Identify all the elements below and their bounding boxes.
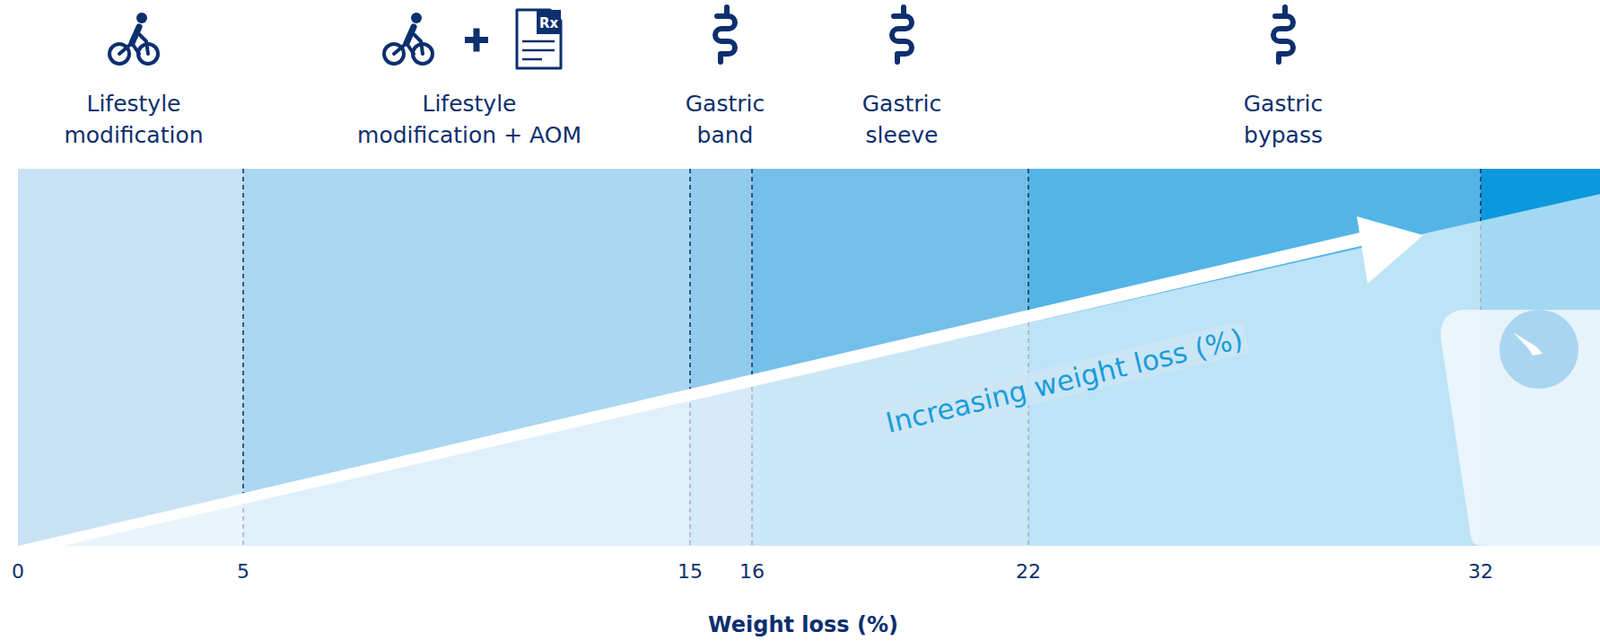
treatment-heading: Gastric bypass — [1232, 87, 1334, 151]
intestine-icons — [715, 7, 1294, 62]
treatment-band: Gastric band — [690, 168, 752, 546]
treatment-heading: Lifestyle modification — [61, 87, 206, 151]
plus-sign — [464, 28, 489, 53]
treatment-band: Gastric sleeve — [751, 168, 1029, 546]
treatment-heading: Gastric sleeve — [851, 87, 953, 151]
axis-tick: 16 — [739, 559, 765, 584]
trend-label: Increasing weight loss (%) — [879, 321, 1251, 440]
rx-mark: Rx — [539, 15, 560, 32]
axis-tick: 22 — [1015, 559, 1041, 584]
axis-tick: 0 — [11, 559, 25, 584]
axis-tick: 32 — [1468, 559, 1494, 584]
band-fill — [17, 168, 244, 546]
scale-pointer — [1512, 332, 1543, 356]
treatment-heading: Gastric band — [674, 87, 776, 151]
treatment-band: Lifestyle modification — [17, 168, 244, 546]
treatment-band: Lifestyle modification + AOM — [243, 168, 691, 546]
bicycle-icon — [384, 12, 433, 64]
axis-tick: 15 — [677, 559, 703, 584]
bicycle-icon — [109, 12, 158, 64]
scale-icon — [1441, 309, 1600, 546]
scale-dial — [1499, 309, 1579, 389]
prescription-icon: Rx — [516, 9, 561, 69]
axis-tick: 5 — [236, 559, 250, 584]
treatment-heading: Lifestyle modification + AOM — [357, 87, 582, 151]
trend-arrow-head — [1356, 216, 1424, 284]
trend-arrow-shaft — [17, 228, 1377, 546]
axis-title: Weight loss (%) — [708, 612, 899, 638]
